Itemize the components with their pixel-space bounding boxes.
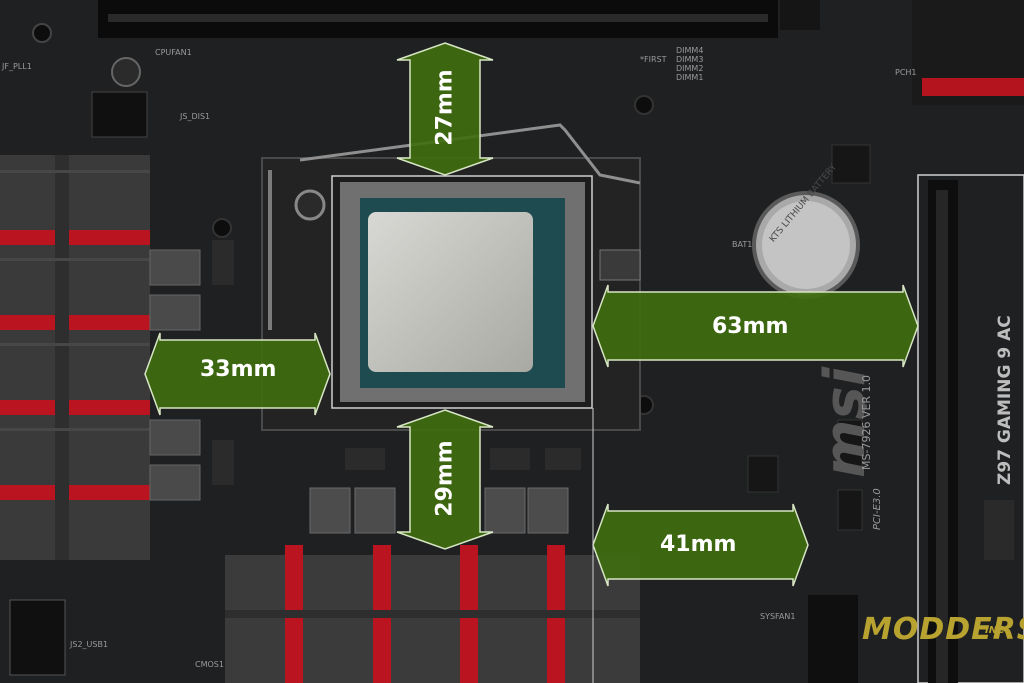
mounting-hole (212, 218, 232, 238)
pcie-highlight-frame (917, 174, 1024, 683)
first-label: *FIRST (640, 55, 667, 64)
arrow-bottom-right (592, 503, 809, 587)
bottom-vrm-heatsink (225, 545, 640, 683)
sfc-chokes (309, 448, 581, 534)
mounting-hole (634, 95, 654, 115)
fan-header (91, 91, 148, 138)
measurement-right-label: 63mm (712, 314, 789, 339)
dimm-slot-pins (108, 14, 768, 22)
board-version-label: MS-7926 VER 1.0 (860, 374, 873, 470)
cmos-battery-face (762, 201, 850, 289)
chip (984, 500, 1014, 560)
cpufan-label: CPUFAN1 (155, 48, 192, 57)
dimm-label: DIMM4 (676, 46, 704, 55)
pcie-x1-slot (808, 595, 858, 683)
power-connector (9, 599, 66, 676)
pcie-label: PCI-E3.0 (872, 488, 883, 530)
arrow-bottom (396, 409, 494, 550)
watermark-sub: INC (985, 625, 1005, 636)
sysfan-label: SYSFAN1 (760, 612, 796, 621)
bat-label: BAT1 (732, 240, 753, 249)
jfpll-label: JF_PLL1 (2, 62, 32, 71)
pch-label: PCH1 (895, 68, 917, 77)
watermark-logo: MODDERS (862, 612, 1024, 647)
board-model-label: Z97 GAMING 9 AC (995, 315, 1015, 485)
arrow-left (144, 332, 331, 416)
left-vrm-heatsink (0, 155, 150, 560)
left-chokes (149, 240, 234, 501)
measurement-bottom-label: 29mm (432, 440, 458, 517)
capacitor (111, 57, 141, 87)
dimm-label: DIMM3 (676, 55, 704, 64)
measurement-left-label: 33mm (200, 357, 277, 382)
usb-label: JS2_USB1 (70, 640, 109, 649)
chip (837, 489, 863, 531)
mounting-hole (32, 23, 52, 43)
pcie-slot-pins (936, 190, 948, 683)
chip (837, 419, 863, 471)
pch-heatsink-red-stripe (922, 78, 1024, 96)
measurement-top-label: 27mm (432, 69, 458, 146)
cpu-heatspreader (368, 212, 533, 372)
cmos-label: CMOS1 (195, 660, 224, 669)
chip (747, 455, 779, 493)
dimm-label: DIMM1 (676, 73, 704, 82)
dimm-latch (780, 0, 820, 30)
jsdis-label: JS_DIS1 (180, 112, 211, 121)
arrow-top (396, 42, 494, 176)
dimm-label: DIMM2 (676, 64, 704, 73)
chip (831, 144, 871, 184)
measurement-bottom-right-label: 41mm (660, 532, 737, 557)
arrow-right (592, 284, 919, 368)
